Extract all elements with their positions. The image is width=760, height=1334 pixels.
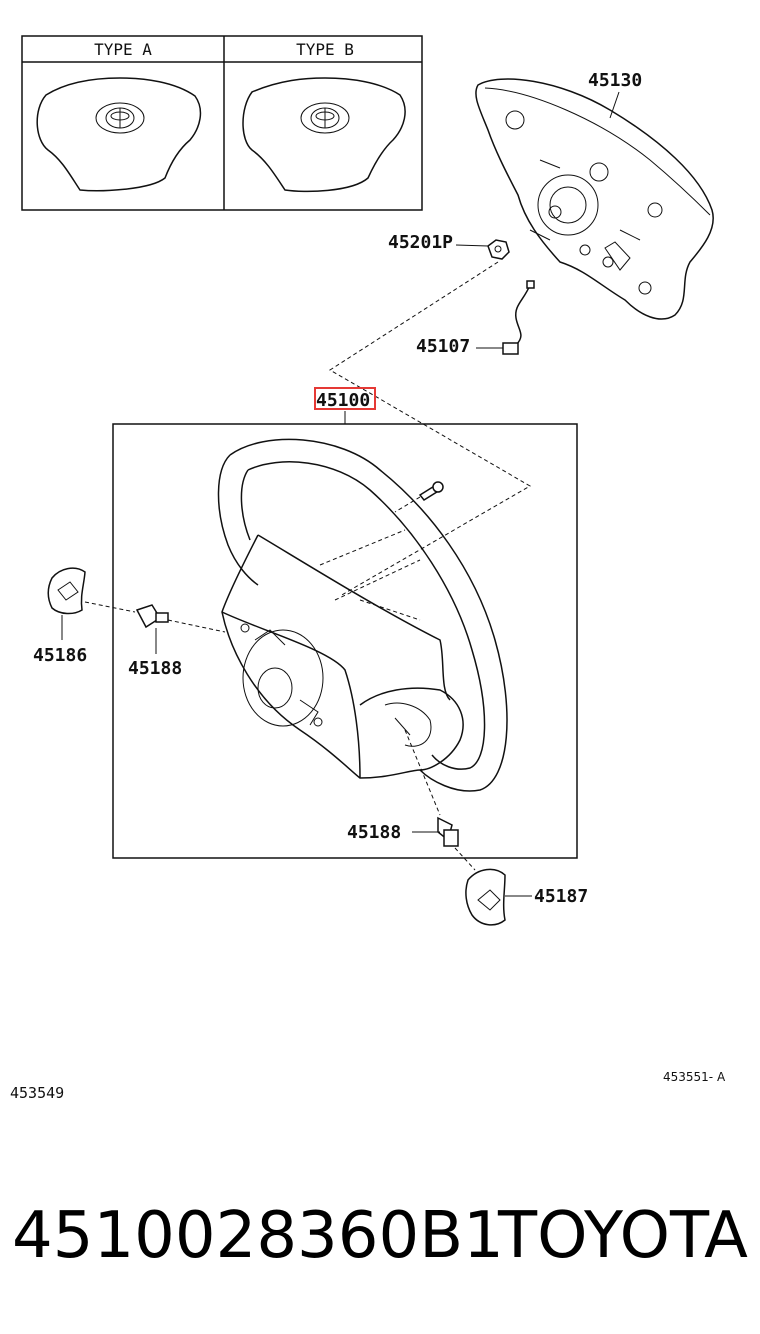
part-label-45187: 45187	[534, 886, 588, 907]
type-inset: TYPE A TYPE B	[21, 35, 423, 211]
highlight-box-45100	[314, 387, 376, 410]
ref-number-left: 453549	[10, 1084, 64, 1102]
clip-45188-bottom	[437, 816, 459, 847]
nut-45201p	[487, 239, 510, 260]
steering-wheel-45100	[217, 438, 508, 792]
part-label-45188-left: 45188	[128, 658, 182, 679]
part-label-45186: 45186	[33, 645, 87, 666]
type-a-airbag-pad	[36, 77, 202, 192]
cover-45186	[47, 567, 86, 615]
type-b-label: TYPE B	[296, 40, 354, 59]
part-label-45201p: 45201P	[388, 232, 453, 253]
type-a-label: TYPE A	[94, 40, 152, 59]
footer-part-number: 4510028360B1	[12, 1199, 504, 1273]
clip-45188-left	[135, 604, 169, 629]
cover-45187	[465, 868, 506, 926]
airbag-module-45130	[475, 78, 714, 320]
footer-brand: TOYOTA	[497, 1199, 748, 1273]
steering-wheel-frame	[112, 423, 578, 859]
part-label-45130: 45130	[588, 70, 642, 91]
part-label-45107: 45107	[416, 336, 470, 357]
part-label-45100: 45100	[316, 390, 370, 411]
type-b-airbag-pad	[242, 77, 406, 193]
wire-harness-45107	[502, 280, 535, 355]
part-label-45188-bottom: 45188	[347, 822, 401, 843]
screw-top	[418, 481, 444, 501]
ref-number-right: 453551- A	[663, 1070, 726, 1084]
